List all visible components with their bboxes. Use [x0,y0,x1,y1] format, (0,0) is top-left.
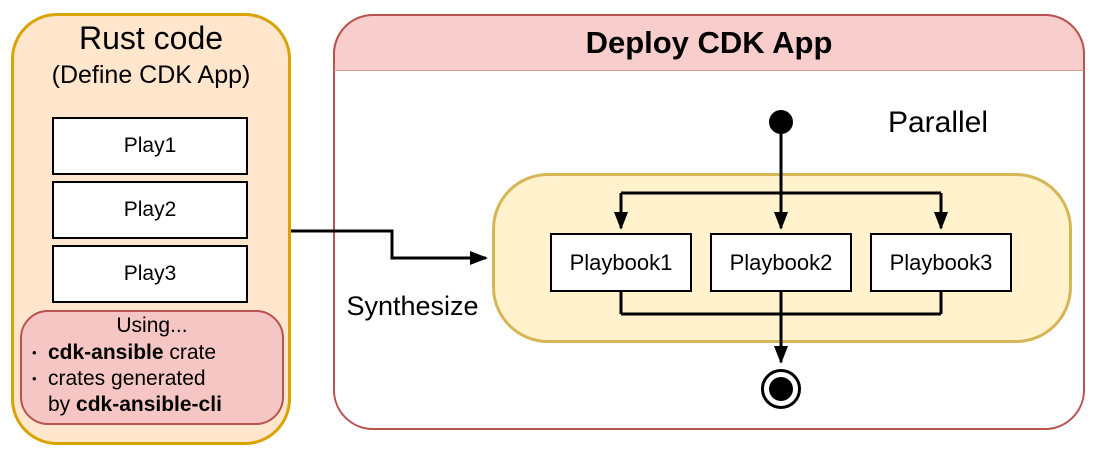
deploy-app-header: Deploy CDK App [333,14,1085,71]
play2-label: Play2 [123,198,177,221]
using-bullet-item-2-cont: by cdk-ansible-cli [32,392,276,418]
using-note-list: • cdk-ansible crate • crates generated b… [32,340,276,418]
playbook1-box: Playbook1 [550,233,692,292]
play3-label: Play3 [123,262,177,285]
using-bullet-item-1: • cdk-ansible crate [32,340,276,366]
play2-box: Play2 [52,181,248,239]
play1-label: Play1 [123,134,177,157]
using-bullet-2-text: crates generated [48,367,206,390]
initial-node-icon [769,110,793,134]
using-bullet-item-2: • crates generated [32,366,276,392]
synthesize-label: Synthesize [346,291,479,321]
parallel-label: Parallel [887,106,989,139]
using-note [20,310,284,425]
rust-code-subtitle: (Define CDK App) [51,61,251,89]
bullet-dot-icon: • [32,345,37,360]
using-bullet-3-text: by cdk-ansible-cli [48,393,222,416]
playbook2-box: Playbook2 [710,233,852,292]
playbook3-label: Playbook3 [889,249,993,275]
deploy-app-title: Deploy CDK App [585,25,833,60]
final-node-icon [761,369,801,409]
play3-box: Play3 [52,245,248,303]
rust-code-title: Rust code [78,20,224,56]
playbook2-label: Playbook2 [729,249,833,275]
bullet-dot-icon: • [32,371,37,386]
final-node-inner-dot [769,377,793,401]
play1-box: Play1 [52,117,248,175]
playbook3-box: Playbook3 [870,233,1012,292]
playbook1-label: Playbook1 [569,249,673,275]
using-note-title: Using... [116,314,188,337]
using-bullet-1-text: cdk-ansible crate [48,341,217,364]
